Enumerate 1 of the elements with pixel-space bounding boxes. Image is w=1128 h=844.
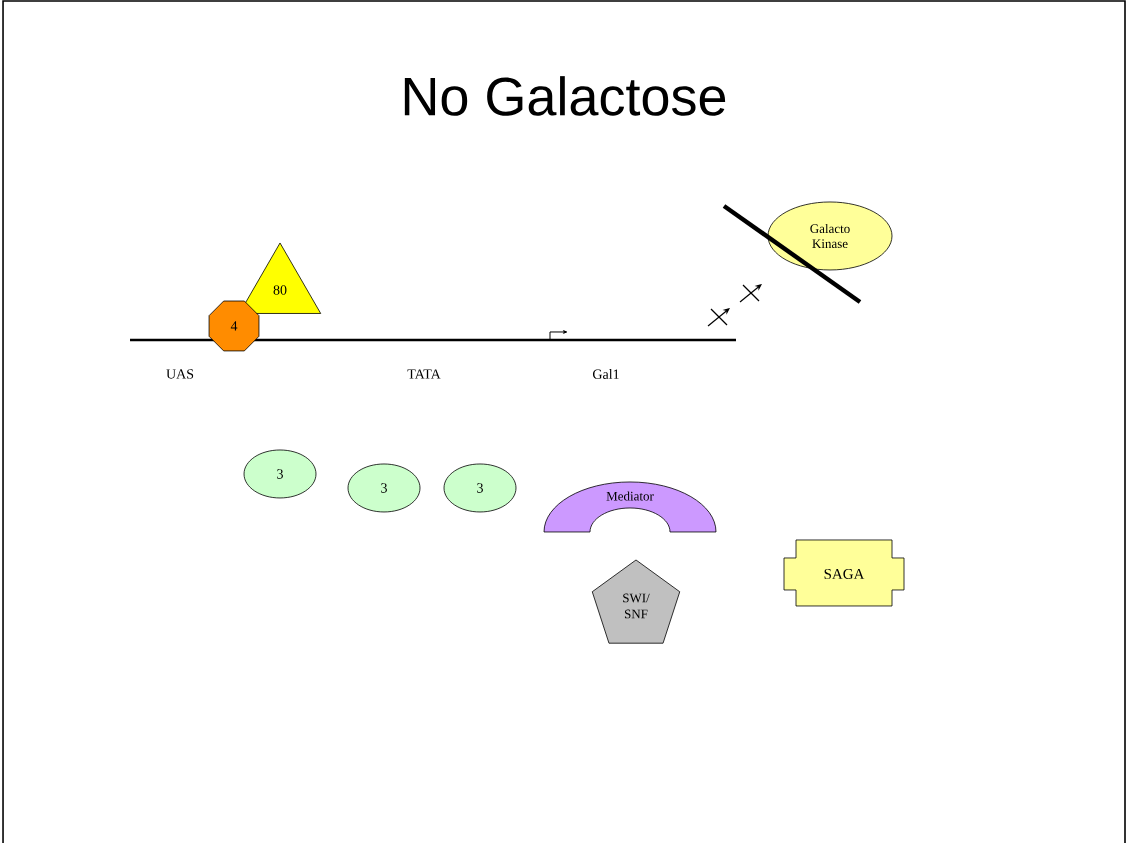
diagram-title: No Galactose	[404, 76, 726, 116]
